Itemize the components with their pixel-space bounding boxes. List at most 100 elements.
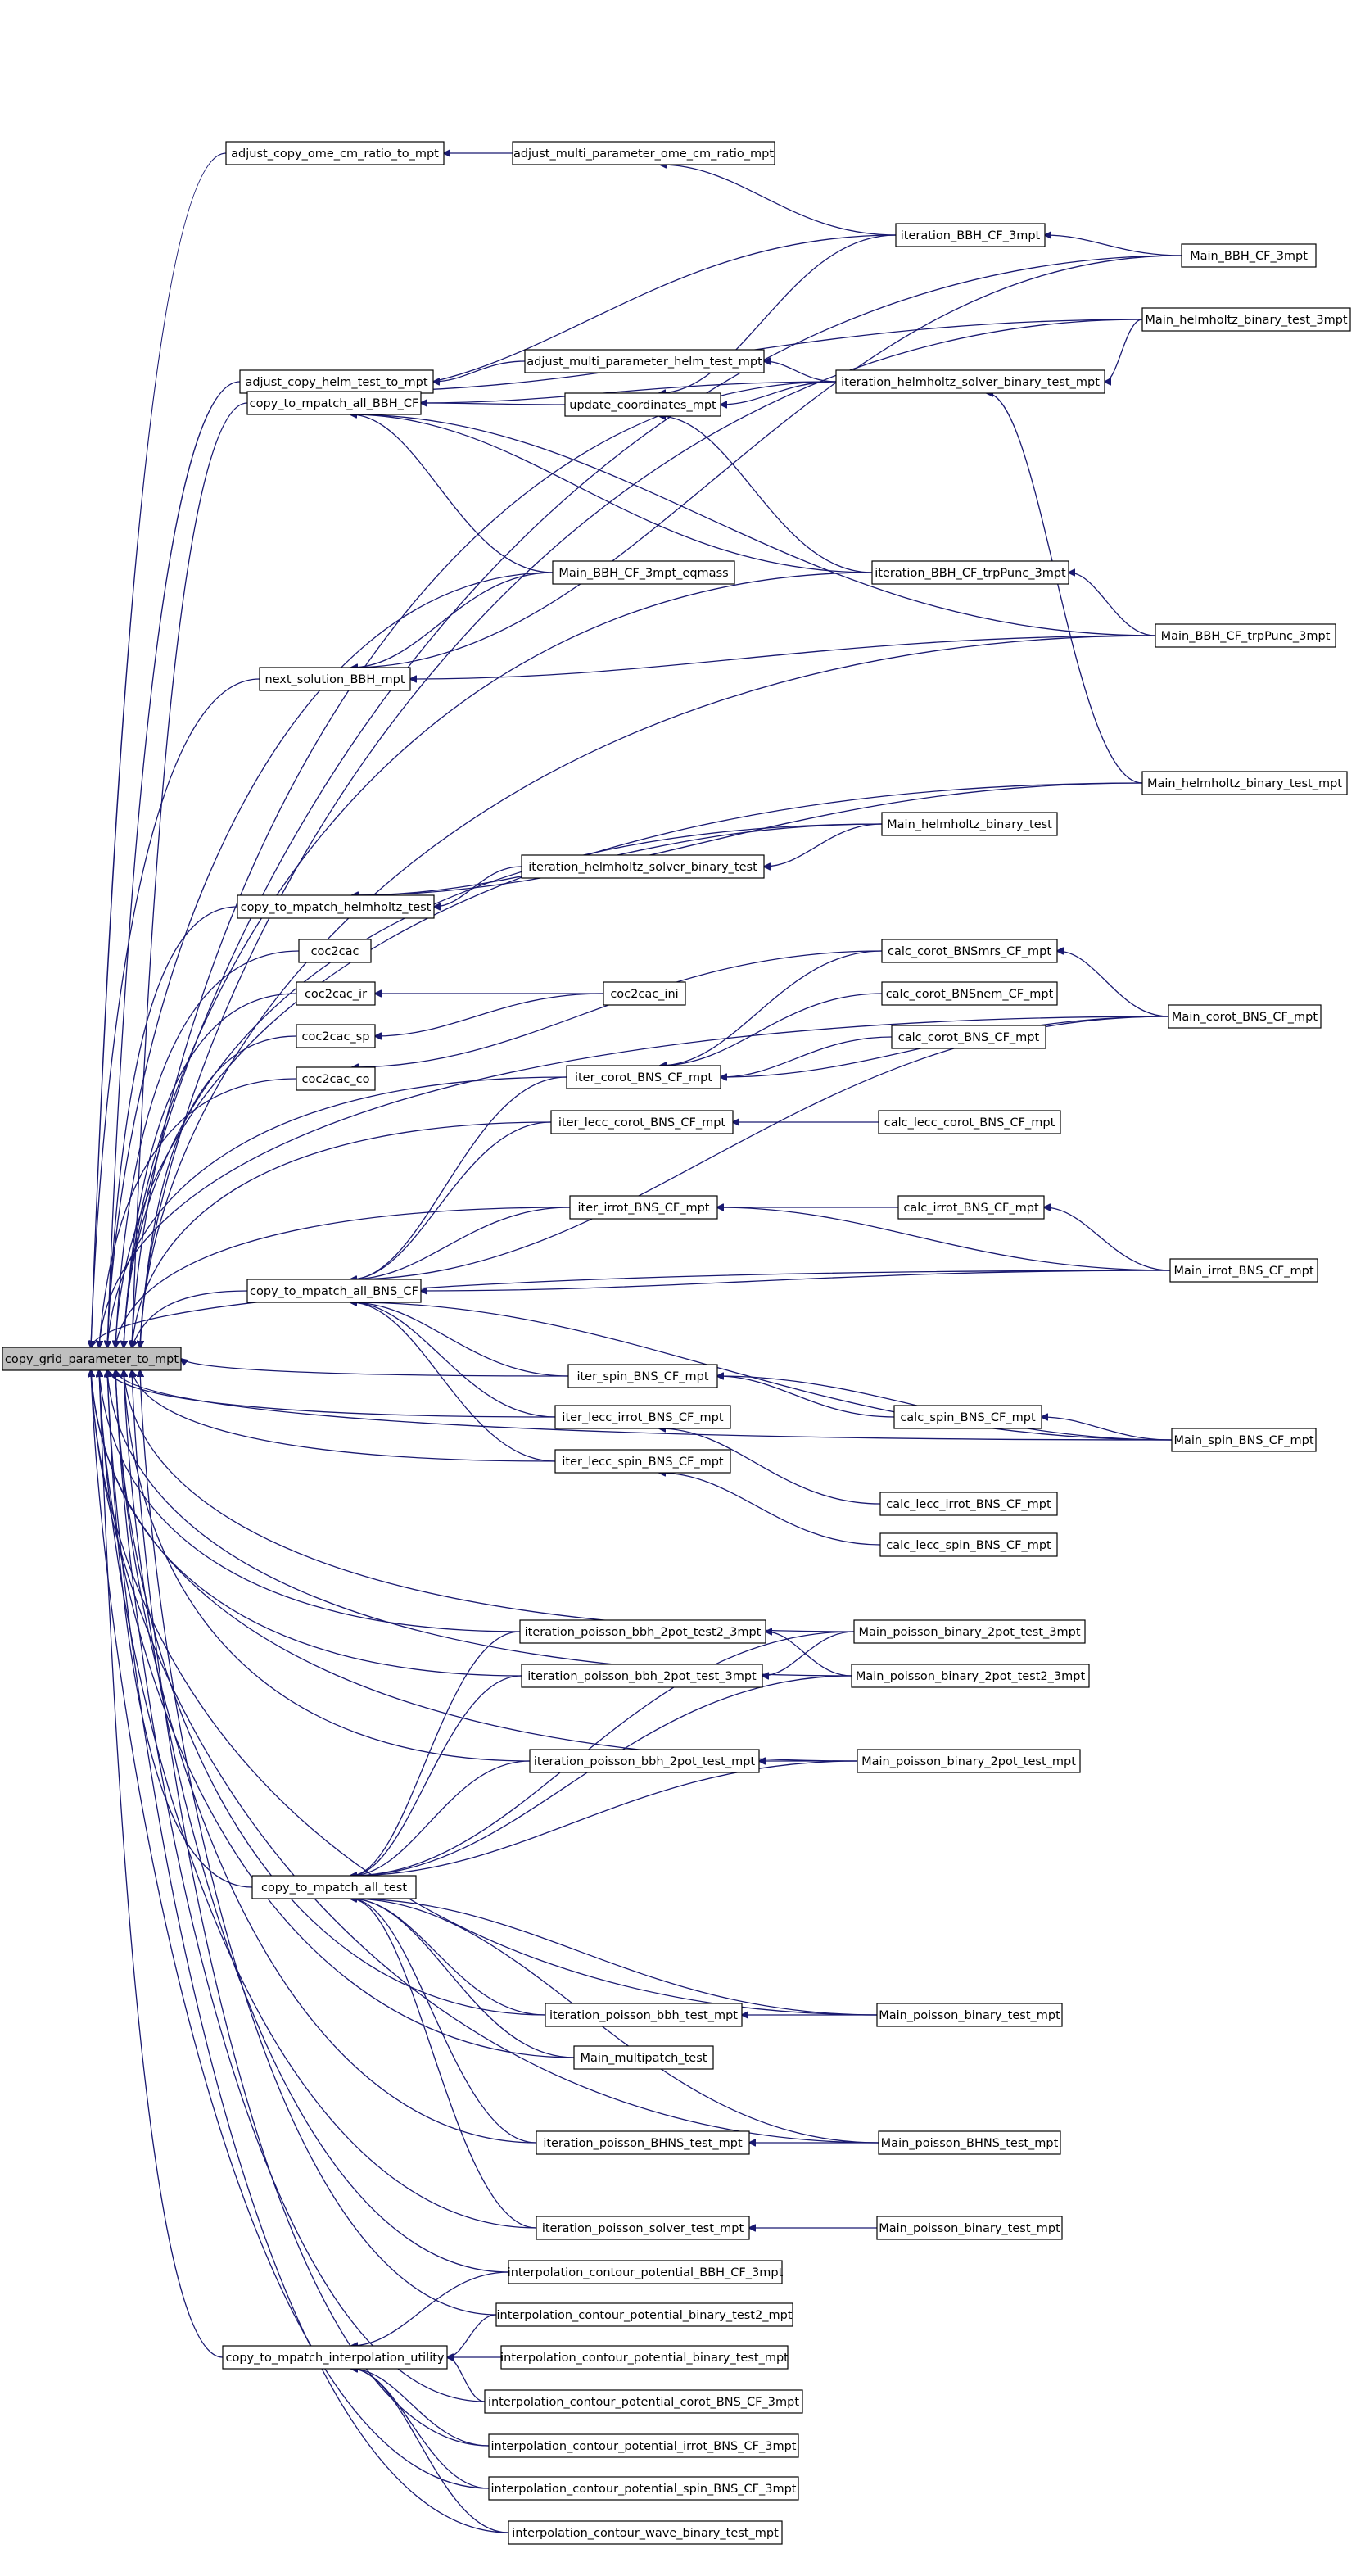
node-calc-corot-bnsnem-cf-mpt[interactable]: calc_corot_BNSnem_CF_mpt	[881, 981, 1058, 1006]
node-calc-lecc-corot-bns-cf-mpt[interactable]: calc_lecc_corot_BNS_CF_mpt	[878, 1110, 1061, 1134]
node-iter-corot-bns-cf-mpt[interactable]: iter_corot_BNS_CF_mpt	[566, 1065, 721, 1089]
edge-main-spin-bns-cf-mpt-to-calc-spin-bns-cf-mpt	[1042, 1417, 1173, 1441]
node-iter-lecc-irrot-bns-cf-mpt[interactable]: iter_lecc_irrot_BNS_CF_mpt	[554, 1405, 731, 1429]
edge-iter-spin-bns-cf-mpt-to-copy-to-mpatch-all-bns-cf	[350, 1302, 569, 1377]
node-main-helmholtz-binary-test[interactable]: Main_helmholtz_binary_test	[881, 812, 1058, 836]
node-interpolation-contour-potential-irrot-bns-cf-3mpt[interactable]: interpolation_contour_potential_irrot_BN…	[488, 2433, 799, 2458]
edge-main-irrot-bns-cf-mpt-to-calc-irrot-bns-cf-mpt	[1044, 1207, 1171, 1271]
node-iteration-helmholtz-solver-binary-test[interactable]: iteration_helmholtz_solver_binary_test	[521, 854, 765, 879]
node-iteration-bbh-cf-3mpt[interactable]: iteration_BBH_CF_3mpt	[895, 223, 1046, 247]
node-copy-to-mpatch-helmholtz-test[interactable]: copy_to_mpatch_helmholtz_test	[237, 894, 435, 919]
node-box	[484, 2389, 803, 2414]
node-interpolation-contour-potential-bbh-cf-3mpt[interactable]: interpolation_contour_potential_BBH_CF_3…	[508, 2260, 784, 2284]
node-interpolation-contour-potential-binary-test2-mpt[interactable]: interpolation_contour_potential_binary_t…	[495, 2302, 793, 2327]
node-copy-to-mpatch-all-test[interactable]: copy_to_mpatch_all_test	[251, 1875, 417, 1899]
node-main-helmholtz-binary-test-mpt[interactable]: Main_helmholtz_binary_test_mpt	[1141, 771, 1348, 795]
node-iteration-poisson-bbh-2pot-test2-3mpt[interactable]: iteration_poisson_bbh_2pot_test2_3mpt	[519, 1619, 766, 1644]
node-calc-corot-bnsmrs-cf-mpt[interactable]: calc_corot_BNSmrs_CF_mpt	[881, 939, 1058, 963]
node-adjust-copy-helm-test-to-mpt[interactable]: adjust_copy_helm_test_to_mpt	[239, 369, 434, 394]
node-coc2cac-ir[interactable]: coc2cac_ir	[296, 981, 376, 1006]
node-interpolation-contour-potential-corot-bns-cf-3mpt[interactable]: interpolation_contour_potential_corot_BN…	[484, 2389, 803, 2414]
edge-interpolation-contour-potential-irrot-bns-cf-3mpt-to-copy-grid-parameter-to-mpt	[132, 1370, 490, 2447]
node-calc-irrot-bns-cf-mpt[interactable]: calc_irrot_BNS_CF_mpt	[897, 1195, 1045, 1220]
node-main-poisson-binary-2pot-test2-3mpt[interactable]: Main_poisson_binary_2pot_test2_3mpt	[851, 1664, 1090, 1688]
node-label: interpolation_contour_potential_binary_t…	[500, 2352, 789, 2365]
node-iter-lecc-spin-bns-cf-mpt[interactable]: iter_lecc_spin_BNS_CF_mpt	[554, 1449, 731, 1474]
edge-main-spin-bns-cf-mpt-to-copy-to-mpatch-all-bns-cf	[350, 1302, 1173, 1441]
node-iter-irrot-bns-cf-mpt[interactable]: iter_irrot_BNS_CF_mpt	[569, 1195, 718, 1220]
edge-iteration-poisson-bbh-2pot-test-3mpt-to-copy-to-mpatch-all-test	[350, 1675, 522, 1876]
node-calc-lecc-spin-bns-cf-mpt[interactable]: calc_lecc_spin_BNS_CF_mpt	[879, 1532, 1058, 1557]
node-interpolation-contour-potential-spin-bns-cf-3mpt[interactable]: interpolation_contour_potential_spin_BNS…	[488, 2476, 799, 2501]
node-copy-to-mpatch-interpolation-utility[interactable]: copy_to_mpatch_interpolation_utility	[222, 2345, 448, 2370]
node-main-poisson-binary-2pot-test-3mpt[interactable]: Main_poisson_binary_2pot_test_3mpt	[853, 1619, 1086, 1644]
node-iteration-poisson-bbh-test-mpt[interactable]: iteration_poisson_bbh_test_mpt	[545, 2003, 743, 2027]
node-copy-to-mpatch-all-bns-cf[interactable]: copy_to_mpatch_all_BNS_CF	[246, 1279, 422, 1303]
edge-interpolation-contour-wave-binary-test-mpt-to-copy-grid-parameter-to-mpt	[107, 1370, 509, 2533]
node-label: Main_poisson_binary_2pot_test_mpt	[861, 1755, 1076, 1768]
node-box	[871, 560, 1069, 585]
node-label: iter_spin_BNS_CF_mpt	[576, 1370, 708, 1383]
node-main-spin-bns-cf-mpt[interactable]: Main_spin_BNS_CF_mpt	[1171, 1428, 1317, 1452]
node-iter-lecc-corot-bns-cf-mpt[interactable]: iter_lecc_corot_BNS_CF_mpt	[550, 1110, 734, 1134]
node-calc-spin-bns-cf-mpt[interactable]: calc_spin_BNS_CF_mpt	[893, 1405, 1042, 1429]
node-box	[879, 1532, 1058, 1557]
edge-interpolation-contour-potential-spin-bns-cf-3mpt-to-copy-grid-parameter-to-mpt	[91, 1370, 490, 2489]
edge-main-bbh-cf-3mpt-to-copy-grid-parameter-to-mpt	[124, 255, 1182, 1347]
node-box	[879, 1492, 1058, 1516]
node-main-multipatch-test[interactable]: Main_multipatch_test	[573, 2045, 714, 2070]
node-adjust-copy-ome-cm-ratio-to-mpt[interactable]: adjust_copy_ome_cm_ratio_to_mpt	[225, 141, 445, 165]
edge-next-solution-bbh-mpt-to-copy-grid-parameter-to-mpt	[91, 678, 260, 1347]
node-iteration-poisson-bbh-2pot-test-3mpt[interactable]: iteration_poisson_bbh_2pot_test_3mpt	[521, 1664, 763, 1688]
node-iteration-poisson-solver-test-mpt[interactable]: iteration_poisson_solver_test_mpt	[536, 2216, 750, 2240]
node-box	[554, 1449, 731, 1474]
node-main-helmholtz-binary-test-3mpt[interactable]: Main_helmholtz_binary_test_3mpt	[1141, 307, 1351, 332]
node-copy-to-mpatch-all-bbh-cf[interactable]: copy_to_mpatch_all_BBH_CF	[246, 391, 422, 415]
edge-iteration-helmholtz-solver-binary-test-mpt-to-copy-grid-parameter-to-mpt	[132, 381, 837, 1347]
node-interpolation-contour-wave-binary-test-mpt[interactable]: interpolation_contour_wave_binary_test_m…	[508, 2520, 783, 2545]
node-main-corot-bns-cf-mpt[interactable]: Main_corot_BNS_CF_mpt	[1168, 1004, 1322, 1029]
node-main-bbh-cf-3mpt-eqmass[interactable]: Main_BBH_CF_3mpt_eqmass	[552, 560, 735, 585]
edge-main-bbh-cf-3mpt-eqmass-to-copy-grid-parameter-to-mpt	[107, 572, 554, 1347]
node-calc-lecc-irrot-bns-cf-mpt[interactable]: calc_lecc_irrot_BNS_CF_mpt	[879, 1492, 1058, 1516]
edge-iter-corot-bns-cf-mpt-to-copy-to-mpatch-all-bns-cf	[350, 1076, 567, 1279]
edge-main-helmholtz-binary-test-to-copy-grid-parameter-to-mpt	[124, 823, 883, 1347]
node-calc-corot-bns-cf-mpt[interactable]: calc_corot_BNS_CF_mpt	[891, 1025, 1046, 1049]
edge-copy-to-mpatch-all-test-to-copy-grid-parameter-to-mpt	[107, 1370, 253, 1888]
node-copy-grid-parameter-to-mpt[interactable]: copy_grid_parameter_to_mpt	[2, 1347, 182, 1371]
node-label: iteration_poisson_bbh_2pot_test2_3mpt	[525, 1626, 762, 1639]
node-label: iteration_poisson_bbh_2pot_test_mpt	[534, 1755, 756, 1768]
edge-iteration-bbh-cf-trppunc-3mpt-to-copy-to-mpatch-all-bbh-cf	[350, 414, 873, 573]
node-iteration-poisson-bbh-2pot-test-mpt[interactable]: iteration_poisson_bbh_2pot_test_mpt	[529, 1749, 760, 1773]
edge-main-bbh-cf-3mpt-to-iteration-bbh-cf-3mpt	[1045, 235, 1182, 256]
node-main-bbh-cf-3mpt[interactable]: Main_BBH_CF_3mpt	[1181, 243, 1317, 268]
node-coc2cac[interactable]: coc2cac	[298, 939, 372, 963]
node-coc2cac-co[interactable]: coc2cac_co	[296, 1066, 376, 1091]
node-adjust-multi-parameter-helm-test-mpt[interactable]: adjust_multi_parameter_helm_test_mpt	[524, 349, 765, 373]
node-iteration-bbh-cf-trppunc-3mpt[interactable]: iteration_BBH_CF_trpPunc_3mpt	[871, 560, 1069, 585]
node-adjust-multi-parameter-ome-cm-ratio-mpt[interactable]: adjust_multi_parameter_ome_cm_ratio_mpt	[512, 141, 775, 165]
edge-coc2cac-co-to-copy-grid-parameter-to-mpt	[99, 1078, 297, 1347]
node-coc2cac-ini[interactable]: coc2cac_ini	[603, 981, 686, 1006]
node-coc2cac-sp[interactable]: coc2cac_sp	[296, 1024, 376, 1048]
node-main-poisson-binary-test-mpt-2[interactable]: Main_poisson_binary_test_mpt	[876, 2216, 1063, 2240]
edge-main-bbh-cf-trppunc-3mpt-to-copy-grid-parameter-to-mpt	[140, 635, 1156, 1347]
edge-iteration-poisson-solver-test-mpt-to-copy-grid-parameter-to-mpt	[99, 1370, 537, 2229]
edge-main-irrot-bns-cf-mpt-to-iter-irrot-bns-cf-mpt	[717, 1207, 1171, 1271]
node-main-poisson-bhns-test-mpt[interactable]: Main_poisson_BHNS_test_mpt	[878, 2130, 1061, 2155]
node-box	[853, 1619, 1086, 1644]
node-main-bbh-cf-trppunc-3mpt[interactable]: Main_BBH_CF_trpPunc_3mpt	[1155, 623, 1336, 648]
node-interpolation-contour-potential-binary-test-mpt[interactable]: interpolation_contour_potential_binary_t…	[500, 2345, 789, 2370]
node-iteration-poisson-bhns-test-mpt[interactable]: iteration_poisson_BHNS_test_mpt	[536, 2130, 750, 2155]
node-update-coordinates-mpt[interactable]: update_coordinates_mpt	[564, 392, 721, 417]
edge-copy-to-mpatch-interpolation-utility-to-copy-grid-parameter-to-mpt	[99, 1370, 224, 2358]
node-iter-spin-bns-cf-mpt[interactable]: iter_spin_BNS_CF_mpt	[567, 1364, 718, 1388]
node-main-irrot-bns-cf-mpt[interactable]: Main_irrot_BNS_CF_mpt	[1169, 1258, 1318, 1283]
node-main-poisson-binary-test-mpt[interactable]: Main_poisson_binary_test_mpt	[876, 2003, 1063, 2027]
node-main-poisson-binary-2pot-test-mpt[interactable]: Main_poisson_binary_2pot_test_mpt	[857, 1749, 1081, 1773]
node-box	[566, 1065, 721, 1089]
node-box	[897, 1195, 1045, 1220]
node-iteration-helmholtz-solver-binary-test-mpt[interactable]: iteration_helmholtz_solver_binary_test_m…	[835, 369, 1105, 394]
node-box	[239, 369, 434, 394]
node-next-solution-bbh-mpt[interactable]: next_solution_BBH_mpt	[259, 667, 411, 691]
